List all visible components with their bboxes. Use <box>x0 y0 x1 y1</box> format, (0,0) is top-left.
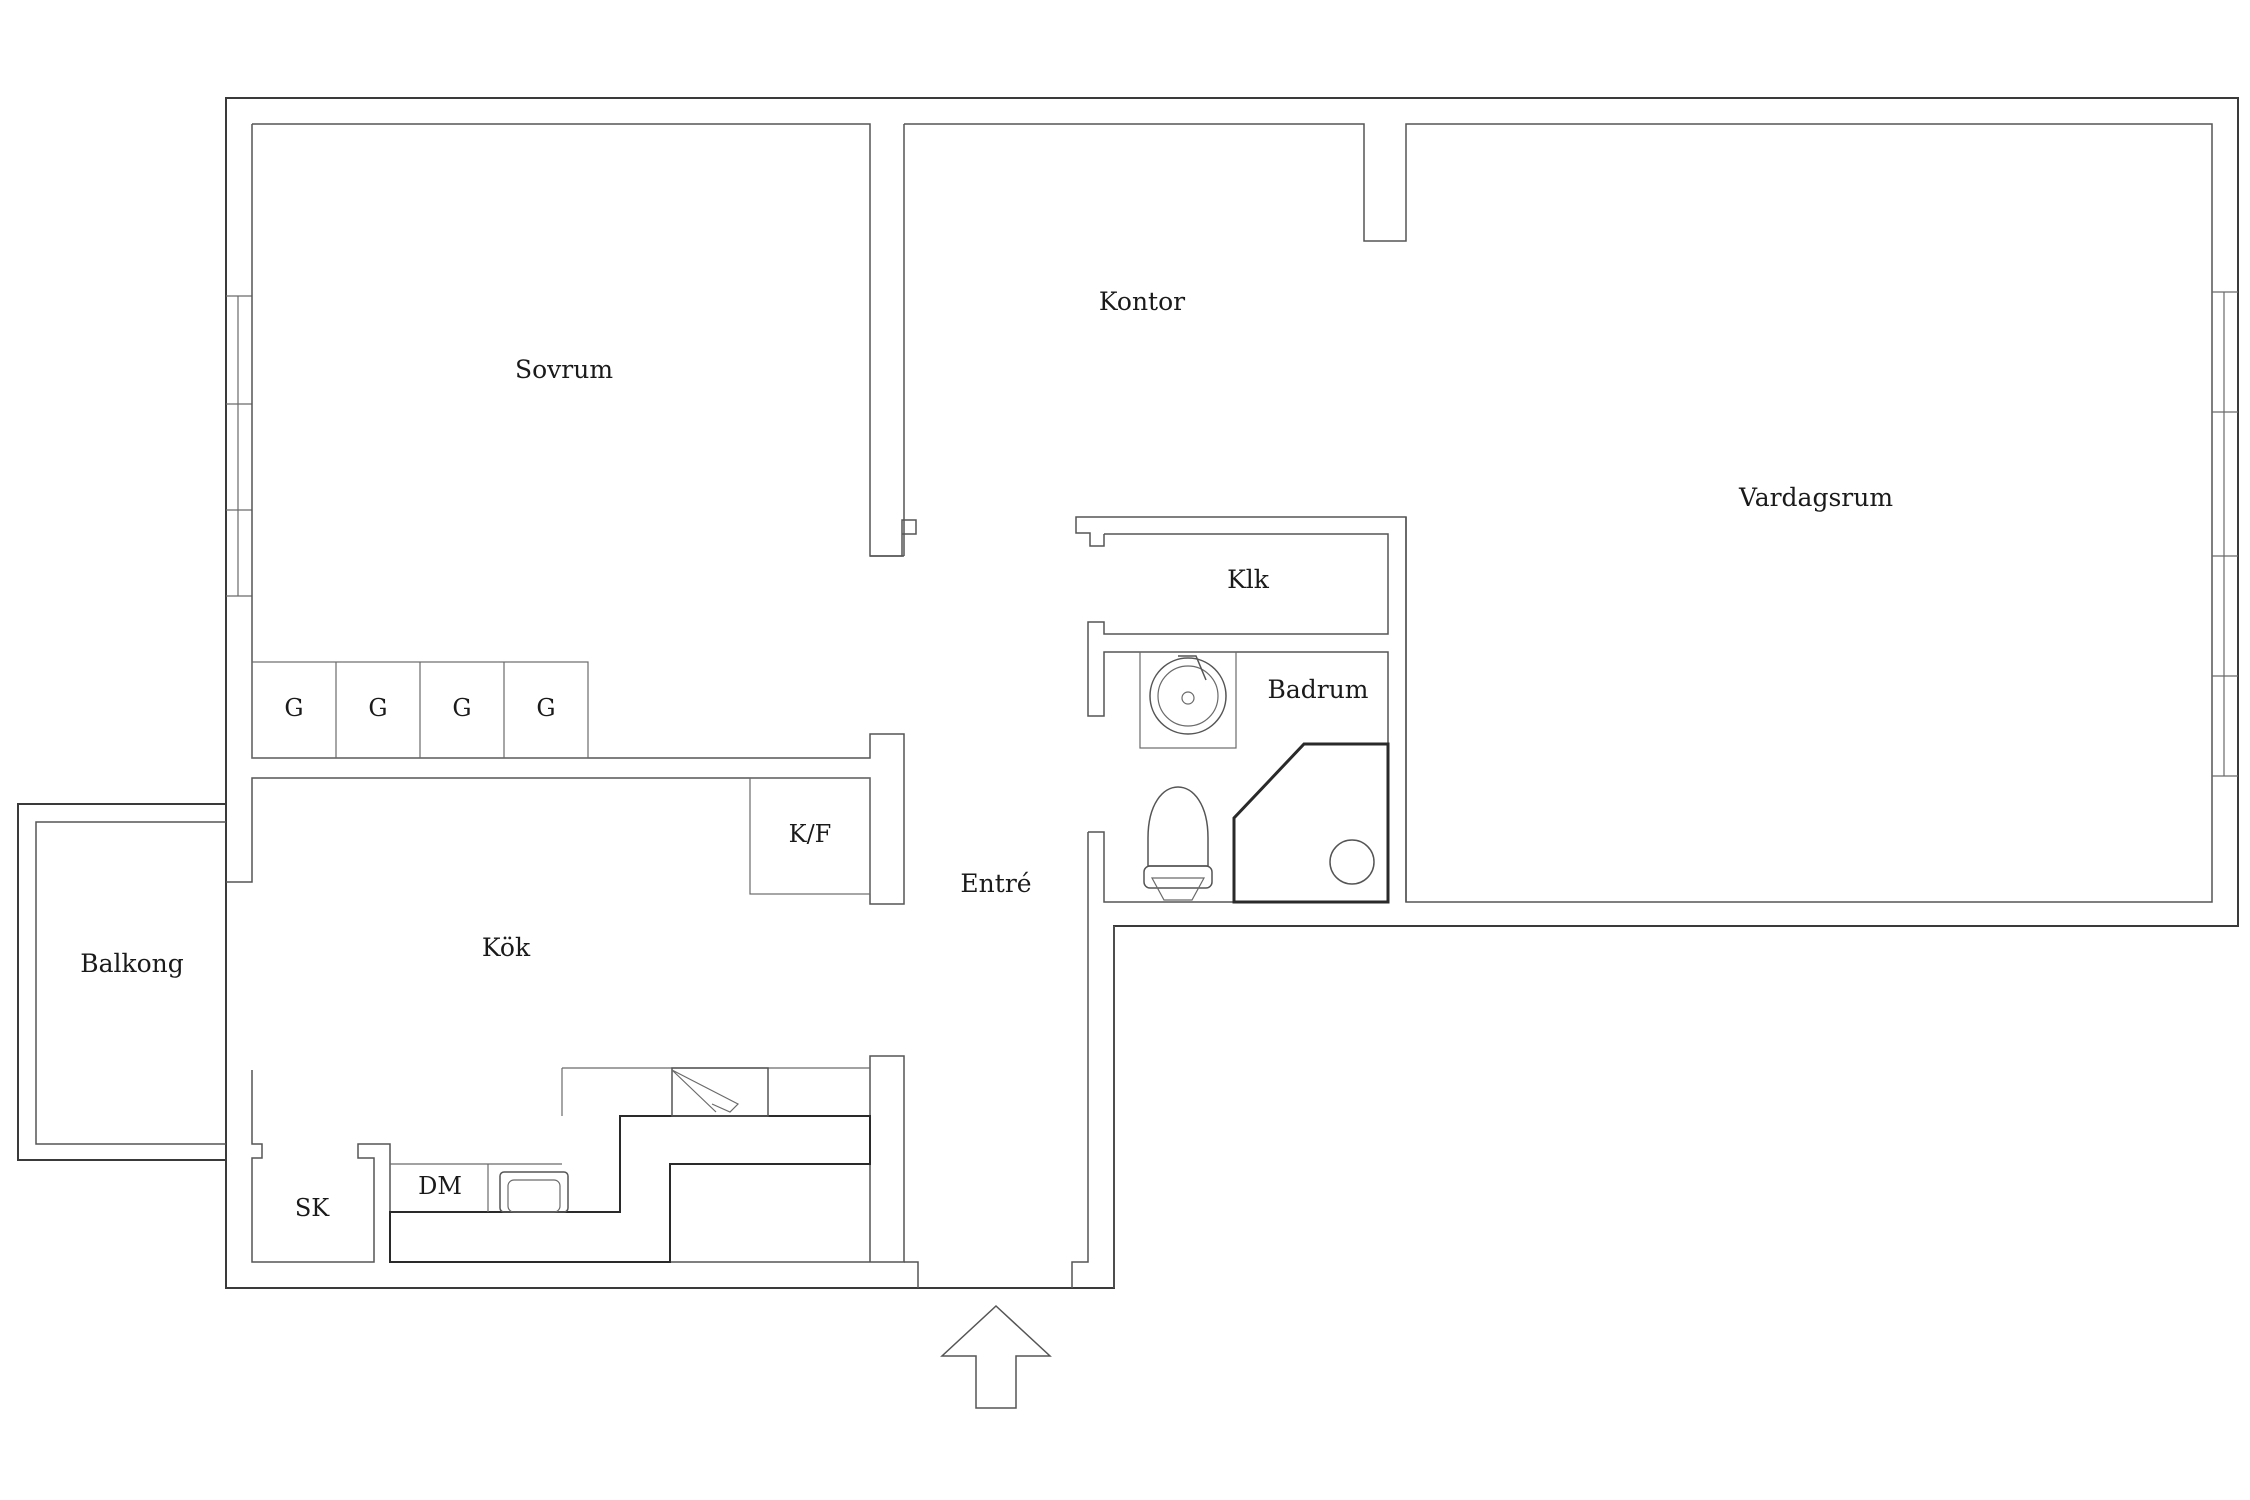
closet-bath-walls <box>1087 517 1407 903</box>
wardrobe-label: G <box>368 694 387 722</box>
room-label-klk: Klk <box>1227 565 1270 594</box>
room-label-dm: DM <box>418 1172 462 1200</box>
room-label-entre: Entré <box>960 869 1031 898</box>
room-label-sk: SK <box>295 1194 330 1222</box>
shower-icon <box>1232 742 1390 904</box>
left-windows <box>226 295 252 597</box>
washbasin-icon <box>1139 651 1237 749</box>
entrance-arrow-icon <box>940 1304 1052 1409</box>
balcony-structure <box>17 803 226 1161</box>
wardrobe-label: G <box>452 694 471 722</box>
wardrobe-label: G <box>536 694 555 722</box>
room-label-kontor: Kontor <box>1099 287 1185 316</box>
room-label-badrum: Badrum <box>1267 675 1368 704</box>
wardrobe-label: G <box>284 694 303 722</box>
kitchen-sink-icon <box>499 1171 569 1213</box>
room-label-kok: Kök <box>482 933 531 962</box>
room-label-vardagsrum: Vardagsrum <box>1738 483 1893 512</box>
stove-counter <box>671 1067 769 1117</box>
room-label-kf: K/F <box>789 820 832 848</box>
hall-walls <box>904 832 1115 1288</box>
outer-walls <box>225 97 2239 1289</box>
kitchen-walls <box>251 777 905 1263</box>
room-label-balkong: Balkong <box>80 949 184 978</box>
wardrobe-row <box>251 661 589 759</box>
bedroom-walls <box>226 124 905 905</box>
fridge-freezer-cabinet <box>749 777 871 895</box>
right-windows <box>2212 291 2238 777</box>
toilet-icon <box>1143 786 1213 901</box>
room-label-sovrum: Sovrum <box>515 355 613 384</box>
